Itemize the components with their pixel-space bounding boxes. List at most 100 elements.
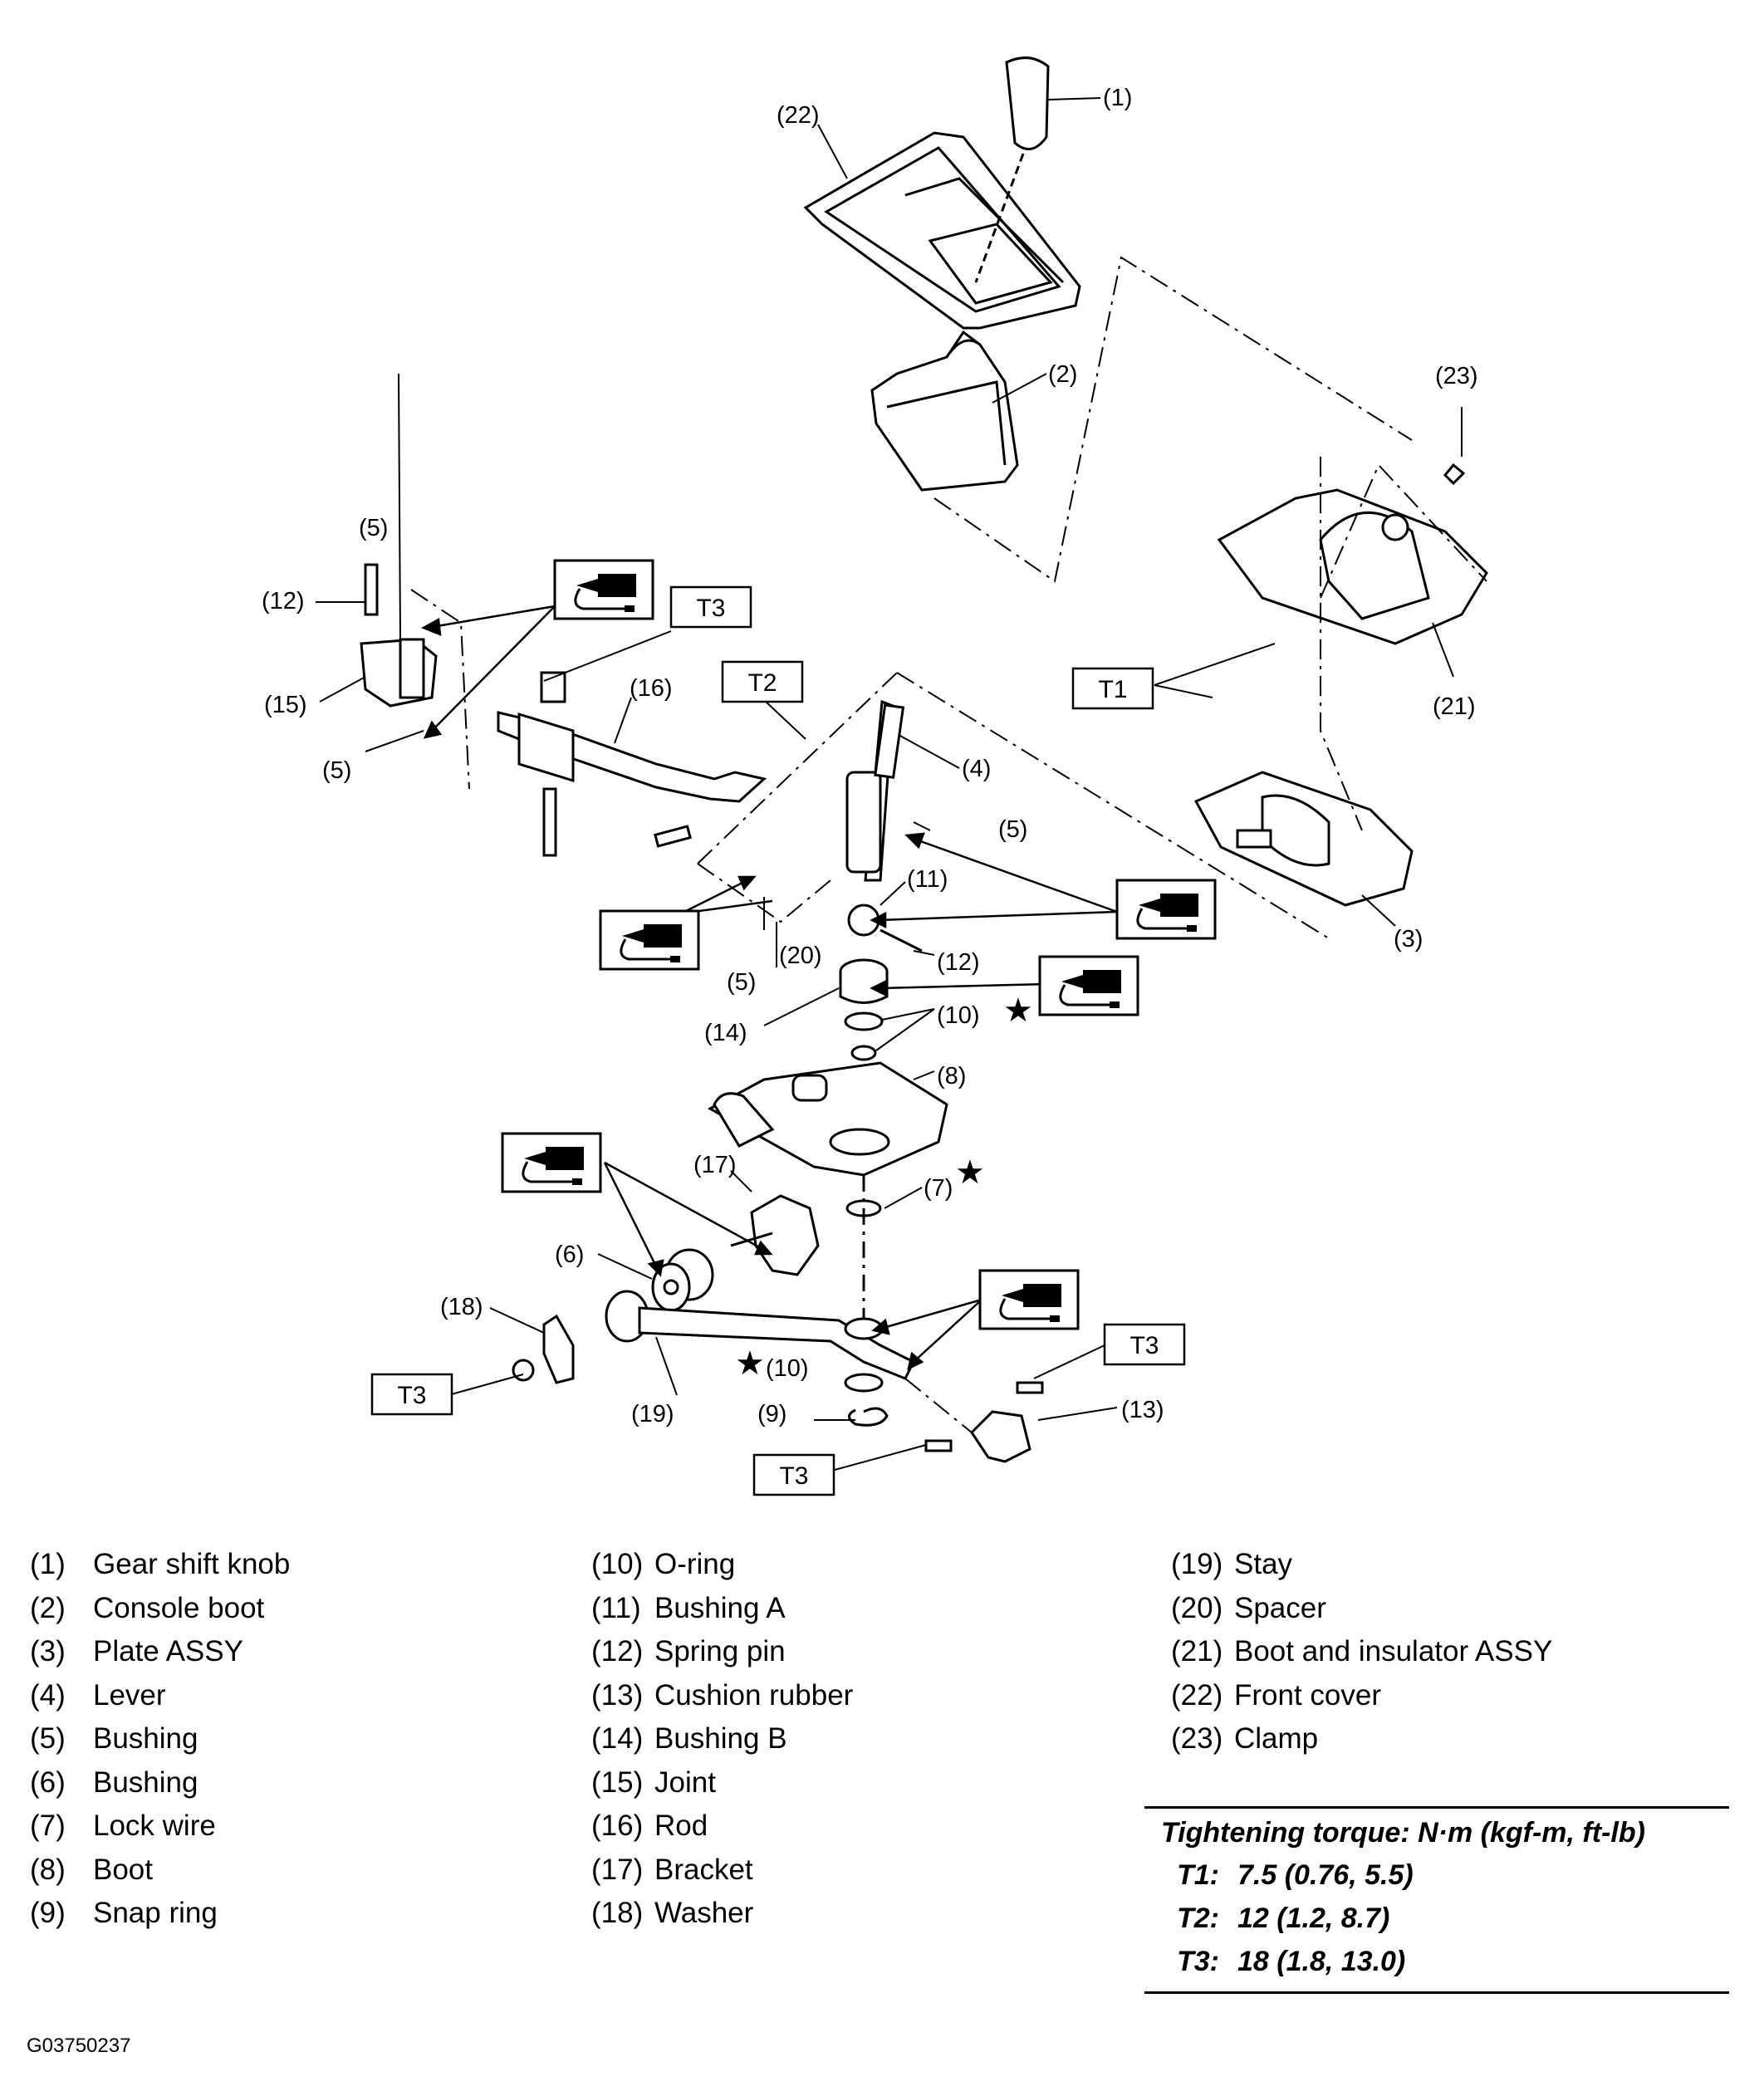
svg-text:T1: T1 — [1098, 676, 1127, 703]
parts-list-item: (12)Spring pin — [591, 1630, 853, 1674]
torque-tag-t3: T3 — [370, 1373, 453, 1416]
torque-row-t3: T3: 18 (1.8, 13.0) — [1144, 1940, 1729, 1983]
torque-tag-t3: T3 — [669, 585, 752, 629]
callout-5: (5) — [359, 515, 388, 541]
part-name: Spacer — [1234, 1591, 1326, 1624]
parts-list-column-1: (1)Gear shift knob(2)Console boot(3)Plat… — [30, 1543, 290, 1936]
callout-19: (19) — [631, 1401, 674, 1428]
parts-list-item: (9) Snap ring — [30, 1892, 290, 1936]
part-number: (9) — [30, 1897, 66, 1929]
parts-list-item: (3)Plate ASSY — [30, 1630, 290, 1674]
parts-list-item: (5) Bushing — [30, 1717, 290, 1761]
svg-text:T3: T3 — [696, 595, 725, 622]
bracket-part — [730, 1194, 820, 1276]
part-name: Boot — [93, 1853, 153, 1886]
torque-tag-t2: T2 — [721, 660, 804, 703]
grease-gun-icon — [1038, 955, 1139, 1016]
torque-label: T1: — [1177, 1859, 1219, 1891]
bushing-a-part — [847, 904, 923, 953]
parts-list-item: (19) Stay — [1171, 1543, 1552, 1587]
part-number: (7) — [30, 1810, 66, 1842]
part-name: Bracket — [654, 1853, 753, 1886]
callout-12: (12) — [937, 949, 980, 976]
lock-wire-part — [845, 1175, 882, 1337]
parts-list-item: (21)Boot and insulator ASSY — [1171, 1630, 1552, 1674]
part-name: Boot and insulator ASSY — [1234, 1635, 1553, 1667]
parts-list-item: (8)Boot — [30, 1849, 290, 1893]
part-name: Joint — [654, 1765, 716, 1799]
part-name: Clamp — [1234, 1722, 1319, 1755]
callout-6: (6) — [555, 1241, 584, 1268]
part-number: (19) — [1171, 1548, 1223, 1580]
figure-code: G03750237 — [27, 2035, 131, 2057]
assembly-lines — [410, 256, 1487, 1433]
part-name: Stay — [1234, 1548, 1293, 1580]
callout-18: (18) — [440, 1294, 483, 1320]
callout-8: (8) — [937, 1063, 966, 1090]
callout-4: (4) — [962, 756, 991, 782]
callout-7: (7) — [924, 1175, 953, 1202]
grease-gun-icon — [599, 909, 700, 971]
callout-5: (5) — [727, 969, 756, 996]
snap-ring-part — [848, 1407, 889, 1427]
callout-11: (11) — [907, 866, 948, 893]
svg-text:T3: T3 — [397, 1382, 426, 1409]
grease-gun-icon — [978, 1269, 1080, 1330]
svg-text:T3: T3 — [779, 1462, 808, 1490]
star-marker: ★ — [1003, 992, 1033, 1029]
part-number: (23) — [1171, 1722, 1223, 1755]
part-number: (6) — [30, 1765, 66, 1799]
callout-5: (5) — [322, 757, 351, 784]
parts-list-column-3: (19)Stay(20)Spacer(21)Boot and insulator… — [1171, 1543, 1552, 1761]
grease-arrows — [421, 605, 1118, 1371]
washer-part — [512, 1314, 575, 1384]
part-name: Bushing B — [654, 1722, 787, 1755]
torque-row-t1: T1: 7.5 (0.76, 5.5) — [1144, 1854, 1729, 1897]
parts-list-item: (6)Bushing — [30, 1761, 290, 1805]
lever-part — [845, 699, 905, 882]
bushing-b-part — [839, 958, 889, 1004]
part-name: Lever — [93, 1678, 166, 1712]
torque-tag-t3: T3 — [752, 1453, 835, 1496]
svg-text:T3: T3 — [1129, 1332, 1159, 1359]
callout-12: (12) — [262, 588, 305, 615]
parts-list-item: (17)Bracket — [591, 1849, 853, 1893]
part-number: (5) — [30, 1722, 66, 1755]
torque-table: Tightening torque: N·m (kgf-m, ft-lb) T1… — [1144, 1806, 1729, 1994]
parts-list-item: (15)Joint — [591, 1761, 853, 1805]
parts-list-item: (22)Front cover — [1171, 1674, 1552, 1718]
gear-shift-knob-part — [974, 56, 1050, 283]
part-name: Snap ring — [93, 1897, 218, 1929]
part-number: (4) — [30, 1678, 66, 1712]
bushing-6-part — [651, 1248, 714, 1312]
torque-tag-leaders — [448, 630, 1276, 1471]
part-number: (3) — [30, 1635, 66, 1667]
grease-gun-icon — [501, 1132, 602, 1193]
callout-5: (5) — [998, 816, 1027, 843]
callout-10: (10) — [766, 1355, 809, 1382]
torque-tag-t1: T1 — [1071, 667, 1154, 710]
callout-2: (2) — [1048, 361, 1077, 388]
part-number: (10) — [591, 1548, 644, 1580]
grease-gun-icon — [553, 559, 654, 620]
callout-9: (9) — [757, 1401, 786, 1428]
parts-list-item: (2) Console boot — [30, 1587, 290, 1631]
part-name: Cushion rubber — [654, 1678, 854, 1712]
console-boot-part — [870, 330, 1019, 492]
callout-17: (17) — [693, 1152, 737, 1178]
boot-insulator-assy-part — [1217, 463, 1488, 645]
star-marker: ★ — [735, 1345, 765, 1382]
part-number: (12) — [591, 1635, 644, 1667]
part-name: Console boot — [93, 1591, 265, 1624]
grease-gun-icon — [1115, 879, 1217, 940]
callout-13: (13) — [1121, 1397, 1164, 1423]
parts-list-item: (13)Cushion rubber — [591, 1674, 853, 1718]
part-number: (22) — [1171, 1678, 1223, 1712]
star-marker: ★ — [955, 1154, 985, 1191]
callout-10: (10) — [937, 1002, 980, 1029]
part-number: (2) — [30, 1591, 66, 1624]
parts-list-column-2: (10)O-ring(11)Bushing A(12)Spring pin(13… — [591, 1543, 853, 1936]
callout-3: (3) — [1394, 926, 1423, 953]
joint-part — [360, 563, 438, 708]
part-name: Bushing — [93, 1722, 198, 1755]
